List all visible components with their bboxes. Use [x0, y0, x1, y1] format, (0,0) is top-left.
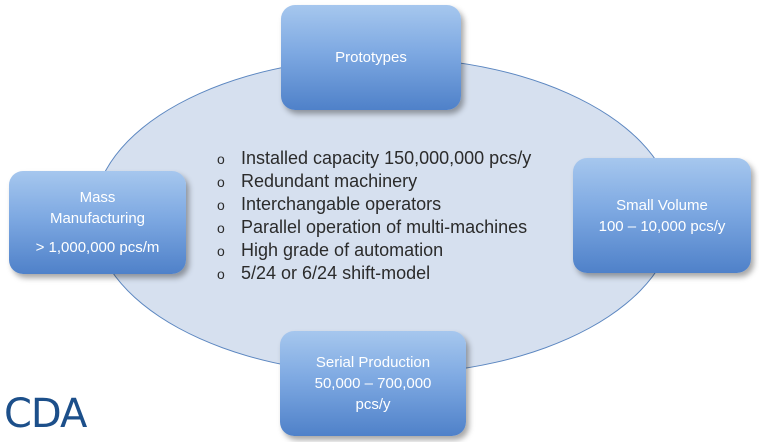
node-volume: pcs/y: [355, 396, 391, 413]
node-mass-manufacturing: Mass Manufacturing > 1,000,000 pcs/m: [9, 171, 186, 274]
bullet-icon: o: [217, 173, 225, 190]
cda-logo: CDA: [4, 391, 87, 437]
node-label: Manufacturing: [49, 210, 146, 227]
node-label: Serial Production: [315, 354, 431, 371]
node-small-volume: Small Volume 100 – 10,000 pcs/y: [573, 158, 751, 273]
node-volume: > 1,000,000 pcs/m: [35, 239, 160, 256]
node-volume: 100 – 10,000 pcs/y: [598, 217, 726, 235]
node-label: Small Volume: [616, 196, 708, 214]
node-label: Mass: [79, 189, 116, 206]
node-volume: 50,000 – 700,000: [314, 375, 432, 392]
bullet-icon: o: [217, 242, 225, 259]
node-label: Prototypes: [335, 49, 407, 66]
node-prototypes: Prototypes: [281, 5, 461, 110]
bullet-icon: o: [217, 219, 225, 236]
bullet-icon: o: [217, 196, 225, 213]
node-serial-production: Serial Production 50,000 – 700,000 pcs/y: [280, 331, 466, 436]
bullet-icon: o: [217, 150, 225, 167]
bullet-icon: o: [217, 265, 225, 282]
